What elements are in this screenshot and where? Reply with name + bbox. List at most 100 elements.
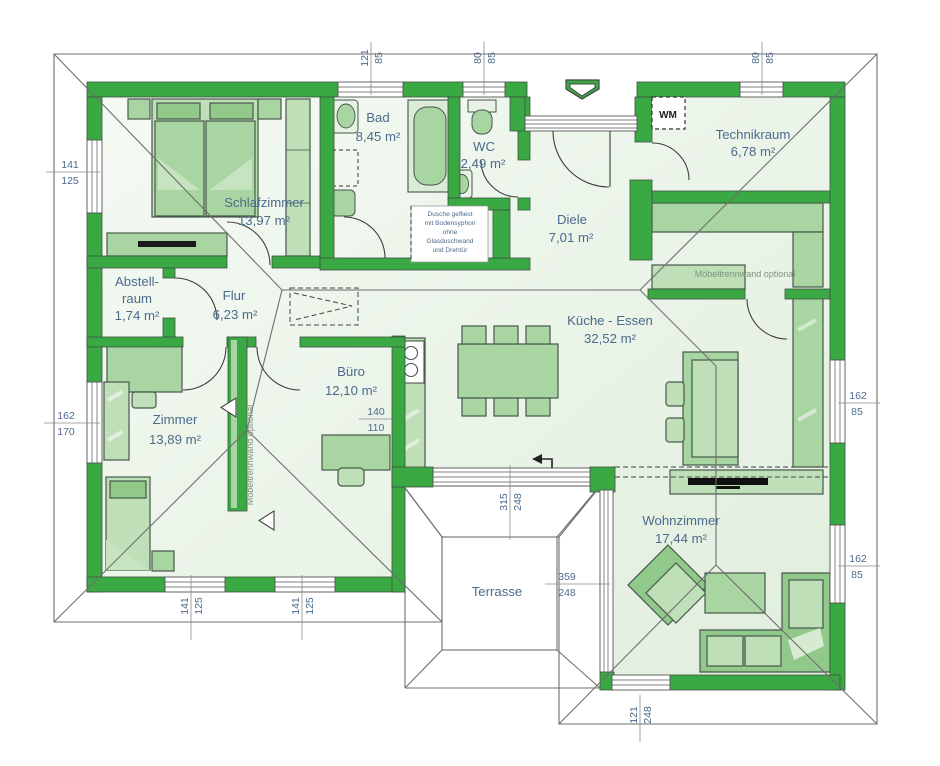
dimension-label: 162 (849, 553, 867, 565)
room-label-kueche: Küche - Essen (567, 313, 653, 328)
dimension-label: 248 (558, 587, 576, 599)
room-labels: Schlafzimmer 13,97 m² Bad 8,45 m² WC 2,4… (115, 110, 791, 599)
room-area-diele: 7,01 m² (549, 230, 594, 245)
toilet (471, 109, 493, 135)
room-area-kueche: 32,52 m² (584, 331, 637, 346)
sofa-cushion (744, 635, 782, 667)
dimension-label: 125 (193, 597, 205, 615)
blanket (158, 158, 200, 190)
room-label-schlafzimmer: Schlafzimmer (224, 195, 304, 210)
attic-hatch (289, 287, 359, 326)
dimension-label: 162 (849, 390, 867, 402)
partition-note-horizontal: Möbeltrennwand optional (695, 269, 796, 279)
dimension-label: 141 (290, 597, 302, 615)
dimension-label: 125 (61, 175, 79, 187)
dimension-label: 125 (304, 597, 316, 615)
walls (86, 81, 846, 691)
window (86, 139, 103, 214)
room-area-schlafzimmer: 13,97 m² (238, 213, 291, 228)
dimension-label: 121 (628, 706, 640, 724)
dimension-label: 248 (512, 493, 524, 511)
door-wc (480, 159, 519, 198)
dimension-label: 80 (472, 52, 484, 64)
dimension-label: 141 (61, 159, 79, 171)
door-entrance (552, 130, 610, 188)
coffee-table (704, 572, 766, 614)
window (599, 489, 614, 673)
chair (493, 325, 519, 345)
dimension-label: 141 (179, 597, 191, 615)
roof-outline (53, 53, 878, 725)
chair (525, 397, 551, 417)
kitchen-island-top (691, 359, 739, 458)
door-buero (256, 346, 301, 391)
dimension-label: 140 (367, 406, 385, 418)
room-area-zimmer: 13,89 m² (149, 432, 202, 447)
shower-note: Dusche gefliest mit Bodensyphon ohne Gla… (410, 205, 489, 263)
window (829, 359, 846, 444)
room-area-technikraum: 6,78 m² (731, 144, 776, 159)
dimension-label: 85 (851, 569, 863, 581)
entrance-marker (565, 79, 600, 100)
room-label-bad: Bad (366, 110, 389, 125)
shower-note-line: ohne (443, 229, 458, 236)
window (739, 81, 784, 98)
partition-marker-icon (219, 397, 237, 418)
room-label-diele: Diele (557, 212, 587, 227)
nightstand (151, 550, 175, 572)
chair (493, 397, 519, 417)
room-area-buero: 12,10 m² (325, 383, 378, 398)
cabinet (651, 202, 824, 233)
dimension-label: 315 (498, 493, 510, 511)
sofa-blanket (788, 628, 824, 660)
shower-note-line: mit Bodensyphon (425, 220, 476, 227)
door-technikraum (651, 142, 690, 181)
washing-machine-box: WM (651, 96, 686, 130)
door-pantry (746, 298, 788, 340)
window (829, 524, 846, 604)
dimension-label: 170 (57, 426, 75, 438)
blanket (210, 158, 252, 190)
room-area-flur: 6,23 m² (213, 307, 258, 322)
room-label-wc: WC (473, 139, 495, 154)
pillow (209, 102, 254, 120)
cabinet (792, 231, 824, 288)
dimension-label: 85 (764, 52, 776, 64)
chair (337, 467, 365, 487)
dimension-label: 85 (486, 52, 498, 64)
dimension-label: 248 (642, 706, 654, 724)
bathroom-fixture (330, 189, 356, 217)
room-area-abstellraum: 1,74 m² (115, 308, 160, 323)
bathtub-basin (413, 106, 447, 186)
door-zimmer (182, 346, 227, 391)
window (164, 576, 226, 593)
dimension-label: 121 (359, 49, 371, 67)
shower-note-line: und Drehtür (433, 247, 469, 254)
door-abstellraum (174, 277, 218, 321)
furniture (103, 98, 831, 673)
chair (131, 391, 157, 409)
partition-note-vertical: Möbeltrennwand optional (245, 405, 255, 506)
wardrobe (285, 98, 311, 257)
dimension-label: 85 (373, 52, 385, 64)
stool (665, 417, 685, 443)
dimension-label: 80 (750, 52, 762, 64)
dimension-label: 162 (57, 410, 75, 422)
sliding-terrace-door (432, 467, 591, 487)
room-area-bad: 8,45 m² (356, 129, 401, 144)
pillow (156, 102, 201, 120)
desk (321, 434, 391, 471)
room-label-flur: Flur (223, 288, 246, 303)
dimension-label: 85 (851, 406, 863, 418)
partition-marker-icon (257, 510, 275, 531)
sliding-direction-arrow (541, 458, 553, 468)
room-label-wohnzimmer: Wohnzimmer (642, 513, 720, 528)
sofa-cushion (706, 635, 744, 667)
tv (138, 241, 196, 247)
doors (174, 130, 788, 391)
room-area-wohnzimmer: 17,44 m² (655, 531, 708, 546)
dimensions: 121 85 80 85 80 85 141 125 162 170 162 8… (44, 42, 880, 742)
tv (688, 478, 768, 485)
